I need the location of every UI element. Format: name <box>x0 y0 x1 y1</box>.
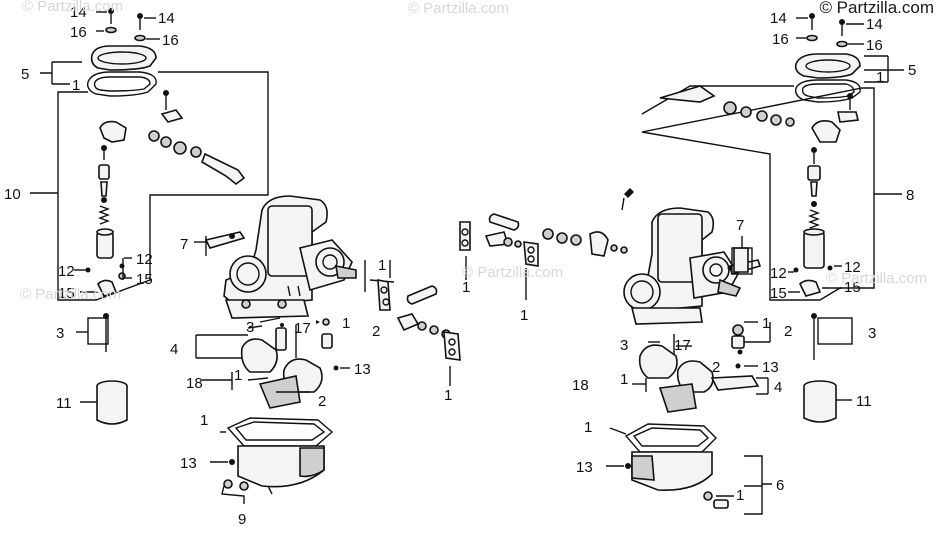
callout-13: 13 <box>576 459 593 476</box>
callout-13: 13 <box>762 359 779 376</box>
callout-3: 3 <box>246 319 254 336</box>
callout-1: 1 <box>876 69 884 86</box>
center-callouts: 1 1 1 1 <box>378 257 528 404</box>
right-callouts: 14 14 16 16 5 1 8 7 12 12 15 15 1 2 3 3 … <box>572 10 916 504</box>
watermark: © Partzilla.com <box>462 264 564 281</box>
callout-1: 1 <box>72 77 80 94</box>
left-carburetor-group <box>30 8 395 504</box>
callout-16: 16 <box>772 31 789 48</box>
left-carb-body <box>194 195 395 319</box>
callout-11: 11 <box>56 395 72 412</box>
callout-1: 1 <box>584 419 592 436</box>
callout-15: 15 <box>58 285 75 302</box>
callout-10: 10 <box>4 186 21 203</box>
callout-3: 3 <box>868 325 876 342</box>
right-carburetor-group <box>606 13 904 515</box>
callout-3: 3 <box>620 337 628 354</box>
callout-1: 1 <box>200 412 208 429</box>
callout-1: 1 <box>736 487 744 504</box>
center-linkage-group <box>377 188 634 386</box>
callout-14: 14 <box>770 10 787 27</box>
callout-4: 4 <box>774 379 782 396</box>
callout-1: 1 <box>620 371 628 388</box>
callout-1: 1 <box>234 367 242 384</box>
callout-9: 9 <box>238 511 246 528</box>
callout-14: 14 <box>866 16 883 33</box>
callout-12: 12 <box>136 251 153 268</box>
callout-11: 11 <box>856 393 872 410</box>
right-throttle-linkage <box>659 85 859 297</box>
left-float-bowl <box>210 417 334 504</box>
callout-5: 5 <box>908 62 916 79</box>
callout-12: 12 <box>58 263 75 280</box>
callout-7: 7 <box>736 217 744 234</box>
left-jets <box>76 313 350 425</box>
callout-2: 2 <box>784 323 792 340</box>
callout-4: 4 <box>170 341 178 358</box>
callout-2: 2 <box>318 393 326 410</box>
callout-17: 17 <box>294 320 311 337</box>
callout-6: 6 <box>776 477 784 494</box>
watermark: © Partzilla.com <box>408 0 510 17</box>
watermark: © Partzilla.com <box>20 286 122 303</box>
callout-13: 13 <box>354 361 371 378</box>
callout-2: 2 <box>372 323 380 340</box>
left-floats <box>202 338 323 409</box>
callout-16: 16 <box>162 32 179 49</box>
copyright-notice: © Partzilla.com <box>819 0 934 17</box>
callout-12: 12 <box>770 265 787 282</box>
callout-15: 15 <box>770 285 787 302</box>
callout-8: 8 <box>906 187 914 204</box>
watermark: © Partzilla.com <box>22 0 124 15</box>
right-jets <box>648 313 853 423</box>
callout-17: 17 <box>674 337 691 354</box>
callout-7: 7 <box>180 236 188 253</box>
callout-15: 15 <box>844 279 861 296</box>
callout-1: 1 <box>444 387 452 404</box>
left-cap-screws <box>96 8 160 42</box>
callout-1: 1 <box>520 307 528 324</box>
left-top-cover <box>86 45 157 97</box>
right-floats <box>632 344 769 413</box>
left-callouts: 14 14 16 16 5 1 10 7 12 12 15 15 3 3 4 1… <box>4 4 380 528</box>
callout-18: 18 <box>572 377 589 394</box>
callout-2: 2 <box>712 359 720 376</box>
right-carb-body <box>623 207 762 325</box>
callout-16: 16 <box>866 37 883 54</box>
left-throttle-linkage <box>74 90 246 297</box>
callout-3: 3 <box>56 325 64 342</box>
callout-5: 5 <box>21 66 29 83</box>
callout-18: 18 <box>186 375 203 392</box>
callout-1: 1 <box>342 315 350 332</box>
callout-1: 1 <box>378 257 386 274</box>
callout-14: 14 <box>70 4 87 21</box>
watermark: © Partzilla.com <box>826 270 928 287</box>
callout-13: 13 <box>180 455 197 472</box>
callout-14: 14 <box>158 10 175 27</box>
callout-12: 12 <box>844 259 861 276</box>
callout-16: 16 <box>70 24 87 41</box>
right-float-bowl <box>606 423 772 515</box>
callout-1: 1 <box>762 315 770 332</box>
callout-15: 15 <box>136 271 153 288</box>
right-cap-screws <box>796 13 864 48</box>
callout-1: 1 <box>462 279 470 296</box>
right-top-cover <box>794 53 861 103</box>
